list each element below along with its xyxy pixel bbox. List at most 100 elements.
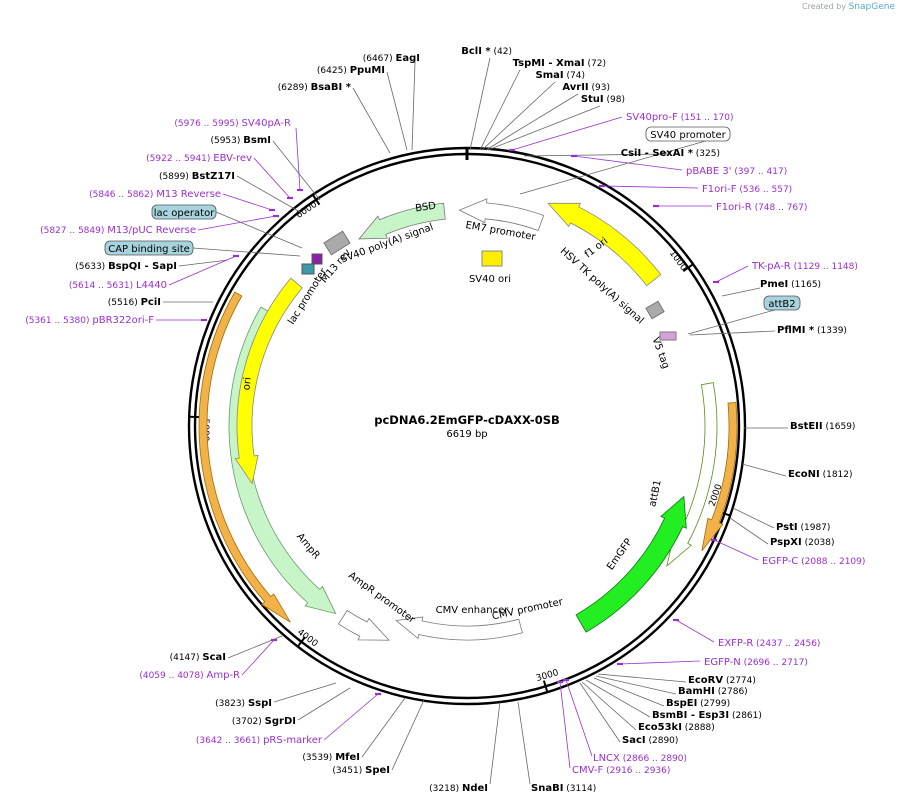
primer-label[interactable]: SV40pro-F (151 .. 170) — [626, 112, 734, 123]
enzyme-label[interactable]: (4147) ScaI — [170, 652, 226, 663]
enzyme-leader — [386, 71, 408, 151]
primer-range: (4059 .. 4078) — [139, 671, 203, 681]
primer-label[interactable]: F1ori-R (748 .. 767) — [716, 202, 807, 213]
enzyme-label[interactable]: (3702) SgrDI — [232, 716, 296, 727]
primer-label[interactable]: EGFP-C (2088 .. 2109) — [762, 556, 865, 567]
emgfp-arrow[interactable] — [575, 495, 687, 633]
primer-label[interactable]: (4059 .. 4078) Amp-R — [139, 670, 240, 681]
enzyme-label[interactable]: BclI * (42) — [461, 46, 512, 57]
enzyme-label[interactable]: (3218) NdeI — [429, 783, 488, 794]
primer-label[interactable]: (5976 .. 5995) SV40pA-R — [174, 118, 291, 129]
enzyme-label[interactable]: (5516) PciI — [108, 297, 161, 308]
primer-label[interactable]: (5922 .. 5941) EBV-rev — [146, 153, 252, 164]
primer-name: pBR322ori-F — [92, 315, 154, 326]
enzyme-label[interactable]: (3451) SpeI — [332, 765, 390, 776]
tick-mark — [311, 194, 321, 206]
enzyme-label[interactable]: (6289) BsaBI * — [278, 82, 352, 93]
enzyme-label[interactable]: PmeI (1165) — [760, 279, 821, 290]
primer-name: EXFP-R — [718, 638, 753, 649]
lac-block[interactable] — [301, 263, 315, 275]
primer-label[interactable]: EXFP-R (2437 .. 2456) — [718, 638, 820, 649]
primer-range: (748 .. 767) — [755, 203, 808, 213]
feature-box[interactable] — [763, 295, 801, 311]
primer-label[interactable]: EGFP-N (2696 .. 2717) — [704, 657, 808, 668]
enzyme-name: SgrDI — [265, 716, 296, 727]
enzyme-leader — [741, 463, 787, 477]
enzyme-label[interactable]: SmaI (74) — [536, 70, 585, 81]
primer-label[interactable]: (5614 .. 5631) L4440 — [69, 280, 167, 291]
enzyme-label[interactable]: StuI (98) — [581, 94, 625, 105]
enzyme-position: (3823) — [215, 699, 245, 709]
m13-block[interactable] — [311, 253, 323, 265]
primer-name: L4440 — [136, 280, 167, 291]
primer-label[interactable]: (5846 .. 5862) M13 Reverse — [89, 189, 221, 200]
enzyme-label[interactable]: (3539) MfeI — [302, 752, 360, 763]
enzyme-name: EagI — [396, 53, 420, 64]
enzyme-position: (5899) — [159, 172, 189, 182]
enzyme-label[interactable]: SacI (2890) — [622, 735, 678, 746]
primer-label[interactable]: F1ori-F (536 .. 557) — [702, 184, 792, 195]
primer-range: (3642 .. 3661) — [196, 736, 260, 746]
feature-box[interactable] — [104, 240, 194, 256]
enzyme-label[interactable]: AvrII (93) — [562, 82, 610, 93]
enzyme-label[interactable]: Eco53kI (2888) — [638, 722, 715, 733]
em7-promoter-arrow[interactable] — [458, 198, 545, 232]
feature-label: ori — [241, 377, 253, 391]
feature-box[interactable] — [645, 126, 731, 142]
orf-arrow-left[interactable] — [198, 291, 291, 623]
primer-label[interactable]: CMV-F (2916 .. 2936) — [572, 765, 670, 776]
feature-box[interactable] — [151, 204, 217, 220]
enzyme-label[interactable]: EcoNI (1812) — [788, 469, 853, 480]
enzyme-label[interactable]: (5953) BsmI — [210, 135, 271, 146]
enzyme-label[interactable]: PstI (1987) — [776, 522, 830, 533]
primer-leader — [197, 215, 277, 231]
enzyme-label[interactable]: PflMI * (1339) — [777, 325, 847, 336]
primer-name: pBABE 3' — [686, 166, 732, 177]
v5-tag-block[interactable] — [659, 331, 677, 341]
enzyme-leader — [595, 675, 677, 695]
tick-label: 6000 — [295, 200, 320, 221]
primer-label[interactable]: TK-pA-R (1129 .. 1148) — [751, 261, 858, 272]
primer-range: (2088 .. 2109) — [801, 557, 865, 567]
hsv-polya-block[interactable] — [645, 300, 665, 320]
primer-name: M13 Reverse — [156, 189, 221, 200]
enzyme-label[interactable]: BstEII (1659) — [790, 421, 855, 432]
primer-label[interactable]: (5827 .. 5849) M13/pUC Reverse — [40, 225, 196, 236]
enzyme-label[interactable]: BsmBI - Esp3I (2861) — [652, 710, 762, 721]
enzyme-label[interactable]: (5633) BspQI - SapI — [75, 261, 177, 272]
enzyme-leader — [517, 701, 531, 785]
primer-label[interactable]: pBABE 3' (397 .. 417) — [686, 166, 787, 177]
primer-label[interactable]: (3642 .. 3661) pRS-marker — [196, 735, 323, 746]
cmv-arrow[interactable] — [395, 616, 523, 641]
enzyme-label[interactable]: (5899) BstZ17I — [159, 171, 235, 182]
enzyme-position: (2786) — [718, 687, 748, 697]
enzyme-leader — [597, 673, 687, 683]
enzyme-label[interactable]: SnaBI (3114) — [531, 783, 596, 794]
enzyme-label[interactable]: TspMI - XmaI (72) — [513, 58, 606, 69]
enzyme-leader — [585, 679, 651, 718]
enzyme-label[interactable]: EcoRV (2774) — [688, 675, 756, 686]
enzyme-label[interactable]: CsiI - SexAI * (325) — [621, 148, 720, 159]
sv40-ori-block[interactable] — [481, 250, 503, 267]
enzyme-label[interactable]: BamHI (2786) — [678, 686, 748, 697]
enzyme-name: PspXI — [770, 537, 802, 548]
primer-label[interactable]: LNCX (2866 .. 2890) — [593, 753, 687, 764]
enzyme-label[interactable]: (3823) SspI — [215, 698, 272, 709]
enzyme-label[interactable]: PspXI (2038) — [770, 537, 835, 548]
f1-ori-arrow[interactable] — [547, 202, 662, 287]
enzyme-label[interactable]: BspEI (2799) — [666, 698, 730, 709]
ori-arrow[interactable] — [234, 277, 303, 485]
bsd-arrow[interactable] — [358, 202, 446, 240]
enzyme-label[interactable]: (6425) PpuMI — [317, 65, 385, 76]
orf-arrow-right[interactable] — [701, 402, 738, 552]
ampr-promoter-arrow[interactable] — [337, 609, 390, 641]
primer-leader — [323, 693, 379, 741]
sv40-polya-block[interactable] — [323, 230, 351, 256]
enzyme-position: (42) — [494, 47, 512, 57]
primer-label[interactable]: (5361 .. 5380) pBR322ori-F — [25, 315, 154, 326]
enzyme-position: (3451) — [332, 766, 362, 776]
primer-leader — [715, 265, 749, 283]
enzyme-leader — [729, 517, 769, 545]
enzyme-name: CsiI — [621, 148, 641, 159]
enzyme-label[interactable]: (6467) EagI — [363, 53, 420, 64]
